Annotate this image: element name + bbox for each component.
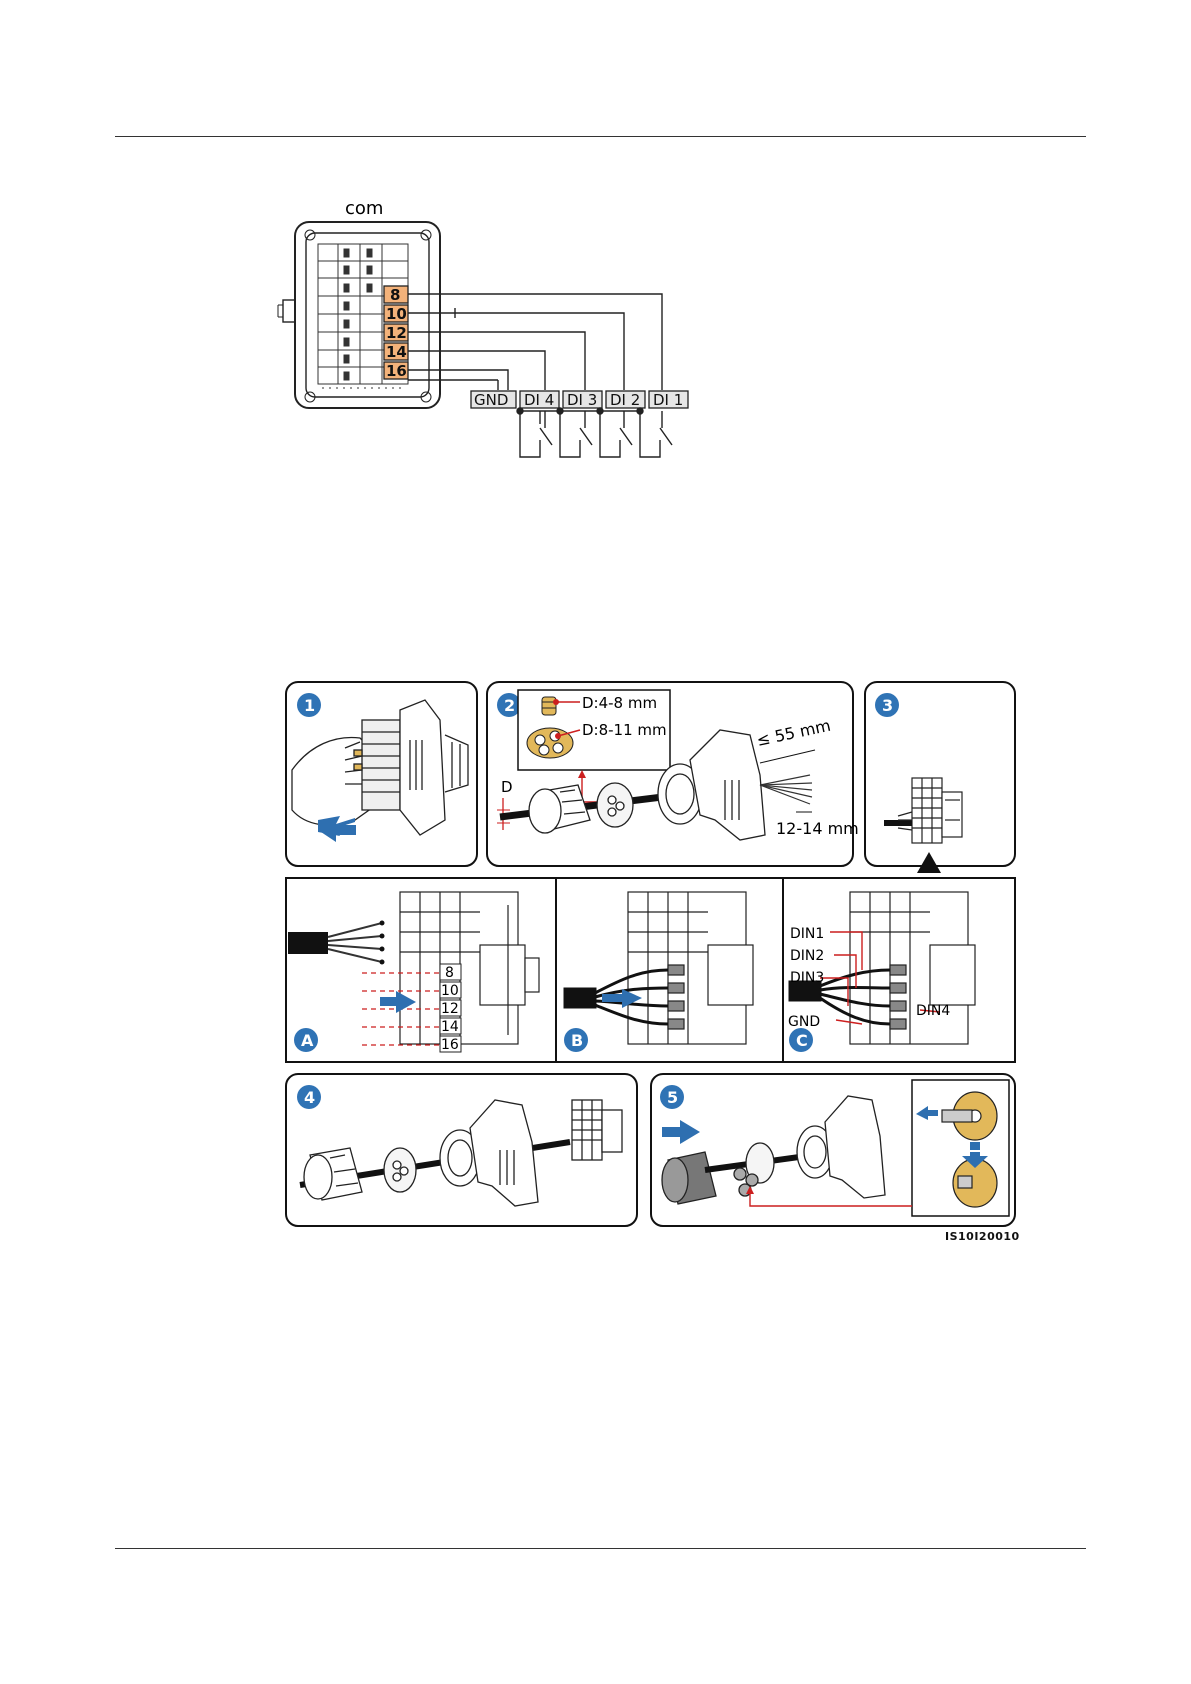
svg-text:8: 8 (445, 965, 454, 981)
svg-text:12: 12 (441, 1001, 459, 1017)
d-small-label: D:4-8 mm (582, 694, 657, 712)
svg-text:10: 10 (386, 305, 407, 323)
pin-12: 12 (384, 324, 408, 342)
din2-label: DIN2 (790, 948, 824, 964)
svg-text:4: 4 (304, 1088, 315, 1107)
svg-text:C: C (796, 1031, 808, 1050)
pin-14: 14 (384, 343, 408, 361)
svg-text:14: 14 (441, 1019, 459, 1035)
footer-rule (115, 1548, 1086, 1549)
pin-16: 16 (384, 362, 408, 380)
connector-label: com (345, 198, 383, 219)
terminal-di4: DI 4 (520, 391, 559, 409)
figure-code: IS10I20010 (945, 1230, 1020, 1243)
svg-text:DI 4: DI 4 (524, 391, 554, 409)
installation-figure: 1 2 3 A B C 4 5 D:4-8 mm D:8-11 mm D (0, 680, 1191, 1260)
switch-network (517, 408, 672, 457)
svg-text:8: 8 (390, 286, 400, 304)
step-badge-5: 5 (660, 1085, 684, 1109)
svg-text:16: 16 (441, 1037, 459, 1053)
svg-text:3: 3 (882, 696, 893, 715)
din3-label: DIN3 (790, 970, 824, 986)
svg-text:B: B (571, 1031, 583, 1050)
svg-text:16: 16 (386, 362, 407, 380)
step-badge-c: C (789, 1028, 813, 1052)
pin-8: 8 (384, 286, 408, 304)
large-seal-icon (527, 728, 573, 758)
d-dimension-label: D (501, 778, 513, 796)
terminal-di1: DI 1 (649, 391, 688, 409)
svg-text:14: 14 (386, 343, 407, 361)
svg-text:A: A (301, 1031, 314, 1050)
step-badge-4: 4 (297, 1085, 321, 1109)
step-badge-3: 3 (875, 693, 899, 717)
svg-text:GND: GND (474, 391, 508, 409)
din4-label: DIN4 (916, 1003, 950, 1019)
step-badge-b: B (564, 1028, 588, 1052)
wiring-diagram: com 8 10 12 14 (0, 180, 1191, 660)
small-seal-icon (542, 697, 556, 715)
svg-text:1: 1 (304, 696, 315, 715)
din1-label: DIN1 (790, 926, 824, 942)
svg-text:10: 10 (441, 983, 459, 999)
stepA-pin-labels: 8 10 12 14 16 (440, 964, 461, 1053)
svg-text:2: 2 (504, 696, 515, 715)
wires (408, 294, 662, 390)
terminal-di3: DI 3 (563, 391, 602, 409)
svg-text:12: 12 (386, 324, 407, 342)
stepA-terminal-block (400, 892, 539, 1044)
svg-text:5: 5 (667, 1088, 678, 1107)
step-badge-1: 1 (297, 693, 321, 717)
svg-text:DI 3: DI 3 (567, 391, 597, 409)
step-badge-a: A (294, 1028, 318, 1052)
terminal-gnd: GND (471, 391, 516, 409)
header-rule (115, 136, 1086, 137)
gnd-label: GND (788, 1014, 820, 1030)
pin-10: 10 (384, 305, 408, 323)
svg-text:DI 1: DI 1 (653, 391, 683, 409)
svg-text:DI 2: DI 2 (610, 391, 640, 409)
wire-strip-label: 12-14 mm (776, 819, 859, 838)
terminal-di2: DI 2 (606, 391, 645, 409)
d-large-label: D:8-11 mm (582, 721, 667, 739)
